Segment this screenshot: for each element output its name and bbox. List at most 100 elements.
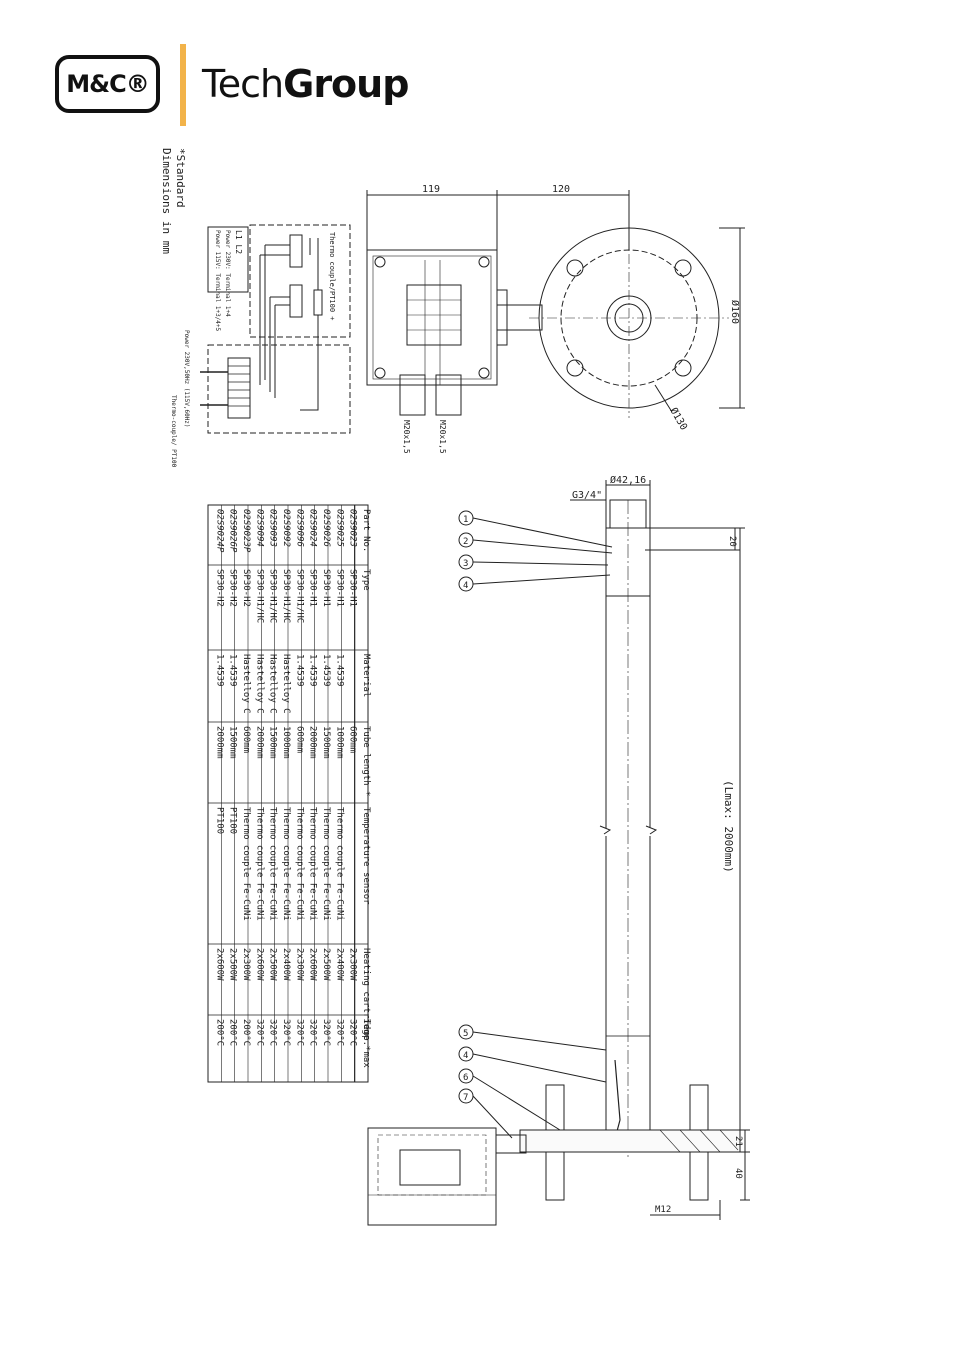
gland-2-label: M20x1,5 bbox=[438, 420, 447, 454]
table-cell: 02S9023 bbox=[348, 509, 358, 547]
table-cell: 2x500W bbox=[268, 948, 278, 981]
table-cell: 2x600W bbox=[308, 948, 318, 981]
wiring-diagram: L1 L2 Power 230V: Terminal 1+4 Power 115… bbox=[170, 224, 351, 468]
table-cell: Thermo couple Fe-CuNi bbox=[294, 807, 304, 921]
table-cell: SP30-H1/HC bbox=[268, 569, 278, 623]
table-cell: 1500mm bbox=[268, 726, 278, 759]
table-cell: 320°C bbox=[321, 1019, 331, 1046]
callout-1: 1 bbox=[463, 515, 468, 525]
table-cell: 1500mm bbox=[321, 726, 331, 759]
table-cell: 320°C bbox=[254, 1019, 264, 1046]
table-cell: SP30-H2 bbox=[228, 569, 238, 607]
table-cell: 1.4539 bbox=[334, 654, 344, 687]
logo-divider bbox=[180, 44, 186, 126]
power-label: Power 230V,50Hz (115V,60Hz) bbox=[183, 330, 190, 428]
table-header: Temp. max bbox=[361, 1019, 371, 1068]
callouts-bottom: 5 4 6 7 bbox=[458, 1024, 607, 1139]
dim-d130: Ø130 bbox=[667, 406, 689, 433]
table-cell: 02S9026 bbox=[321, 509, 331, 547]
brand-tech: Tech bbox=[202, 62, 284, 106]
table-cell: 2x400W bbox=[334, 948, 344, 981]
table-cell: 200°C bbox=[214, 1019, 224, 1046]
probe-length: (Lmax: 2000mm) bbox=[722, 780, 735, 873]
callout-7: 7 bbox=[463, 1093, 468, 1103]
thread-label: G3/4" bbox=[572, 490, 602, 501]
dim-21: 21 bbox=[733, 1136, 743, 1147]
techgroup-wordmark: TechGroup bbox=[202, 62, 409, 106]
table-cell: 2x600W bbox=[254, 948, 264, 981]
callouts-top: 1 2 3 4 bbox=[458, 510, 613, 592]
table-cell: 1.4539 bbox=[321, 654, 331, 687]
table-cell: Thermo couple Fe-CuNi bbox=[334, 807, 344, 921]
table-cell: SP30-H2 bbox=[241, 569, 251, 607]
callout-4: 4 bbox=[463, 581, 468, 591]
table-cell: 320°C bbox=[281, 1019, 291, 1046]
table-cell: Thermo couple Fe-CuNi bbox=[308, 807, 318, 921]
callout-5: 5 bbox=[463, 1029, 468, 1039]
probe-side-view: Ø42,16 G3/4" 20 (Lmax: 2000mm) 21 40 M12 bbox=[367, 474, 750, 1226]
table-cell: SP30-H1 bbox=[348, 569, 358, 607]
table-cell: SP30-H1 bbox=[321, 569, 331, 607]
table-header: Temperature sensor bbox=[361, 807, 371, 905]
table-cell: SP30-H1/HC bbox=[281, 569, 291, 623]
table-header: Tube length * bbox=[361, 726, 371, 796]
terminal-block bbox=[228, 365, 250, 407]
table-cell: 2x600W bbox=[214, 948, 224, 981]
table-cell: 600mm bbox=[294, 726, 304, 753]
table-cell: Thermo couple Fe-CuNi bbox=[241, 807, 251, 921]
table-cell: PT100 bbox=[214, 807, 224, 834]
top-view: 119 120 M20x1,5 M20x1,5 Ø160 Ø130 bbox=[366, 184, 745, 454]
table-cell: Hastelloy C bbox=[254, 654, 264, 714]
table-cell: 200°C bbox=[241, 1019, 251, 1046]
table-cell: 200°C bbox=[228, 1019, 238, 1046]
table-header: Type bbox=[361, 569, 371, 591]
table-cell: 02S9023P bbox=[241, 509, 251, 553]
table-cell: SP30-H1 bbox=[308, 569, 318, 607]
callout-2: 2 bbox=[463, 537, 468, 547]
table-header: Heating cartridge * bbox=[361, 948, 371, 1051]
wiring-legend-title: L1 L2 bbox=[234, 230, 243, 254]
table-cell: Thermo couple Fe-CuNi bbox=[281, 807, 291, 921]
table-cell: 1.4539 bbox=[294, 654, 304, 687]
table-cell: 2000mm bbox=[308, 726, 318, 759]
table-cell: PT100 bbox=[228, 807, 238, 834]
table-cell: 2x400W bbox=[281, 948, 291, 981]
table-cell: 2x500W bbox=[321, 948, 331, 981]
dim-40: 40 bbox=[733, 1168, 743, 1179]
table-cell: 1500mm bbox=[228, 726, 238, 759]
table-cell: SP30-H1/HC bbox=[294, 569, 304, 623]
wiring-legend-1: Power 230V: Terminal 1+4 bbox=[224, 230, 231, 317]
table-cell: 320°C bbox=[308, 1019, 318, 1046]
standard-note: *Standard bbox=[174, 148, 187, 208]
table-cell: SP30-H1 bbox=[334, 569, 344, 607]
table-cell: SP30-H1/HC bbox=[254, 569, 264, 623]
table-cell: Thermo couple Fe-CuNi bbox=[268, 807, 278, 921]
dim-d160: Ø160 bbox=[729, 300, 741, 324]
table-cell: 1.4539 bbox=[308, 654, 318, 687]
dim-119: 119 bbox=[422, 184, 440, 195]
table-cell: 02S9092 bbox=[281, 509, 291, 547]
table-header: Material bbox=[361, 654, 371, 697]
dim-120: 120 bbox=[552, 184, 570, 195]
mc-logo: M&C® bbox=[55, 55, 160, 113]
thermo-label: Thermo-couple/ PT100 bbox=[170, 395, 177, 468]
table-cell: 320°C bbox=[334, 1019, 344, 1046]
table-cell: 1000mm bbox=[334, 726, 344, 759]
table-cell: 320°C bbox=[348, 1019, 358, 1046]
table-cell: 600mm bbox=[348, 726, 358, 753]
table-cell: Thermo couple Fe-CuNi bbox=[254, 807, 264, 921]
table-cell: 2x500W bbox=[228, 948, 238, 981]
table-cell: Hastelloy C bbox=[241, 654, 251, 714]
table-cell: 1.4539 bbox=[214, 654, 224, 687]
wiring-legend-2: Power 115V: Terminal 1+3/4+5 bbox=[214, 230, 221, 332]
table-cell: 600mm bbox=[241, 726, 251, 753]
table-cell: 2000mm bbox=[214, 726, 224, 759]
m12-label: M12 bbox=[655, 1205, 671, 1215]
table-cell: SP30-H2 bbox=[214, 569, 224, 607]
table-cell: 320°C bbox=[294, 1019, 304, 1046]
gland-1-label: M20x1,5 bbox=[402, 420, 411, 454]
table-header: Part No. bbox=[361, 509, 371, 552]
table-cell: 320°C bbox=[268, 1019, 278, 1046]
